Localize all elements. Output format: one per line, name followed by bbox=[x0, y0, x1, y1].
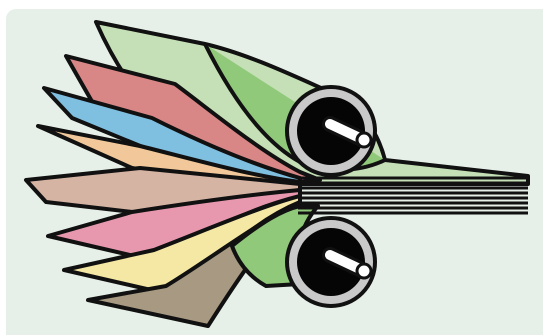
roller-top bbox=[287, 87, 375, 175]
sheet-stack-output bbox=[298, 178, 528, 213]
roller-bottom bbox=[287, 218, 375, 306]
